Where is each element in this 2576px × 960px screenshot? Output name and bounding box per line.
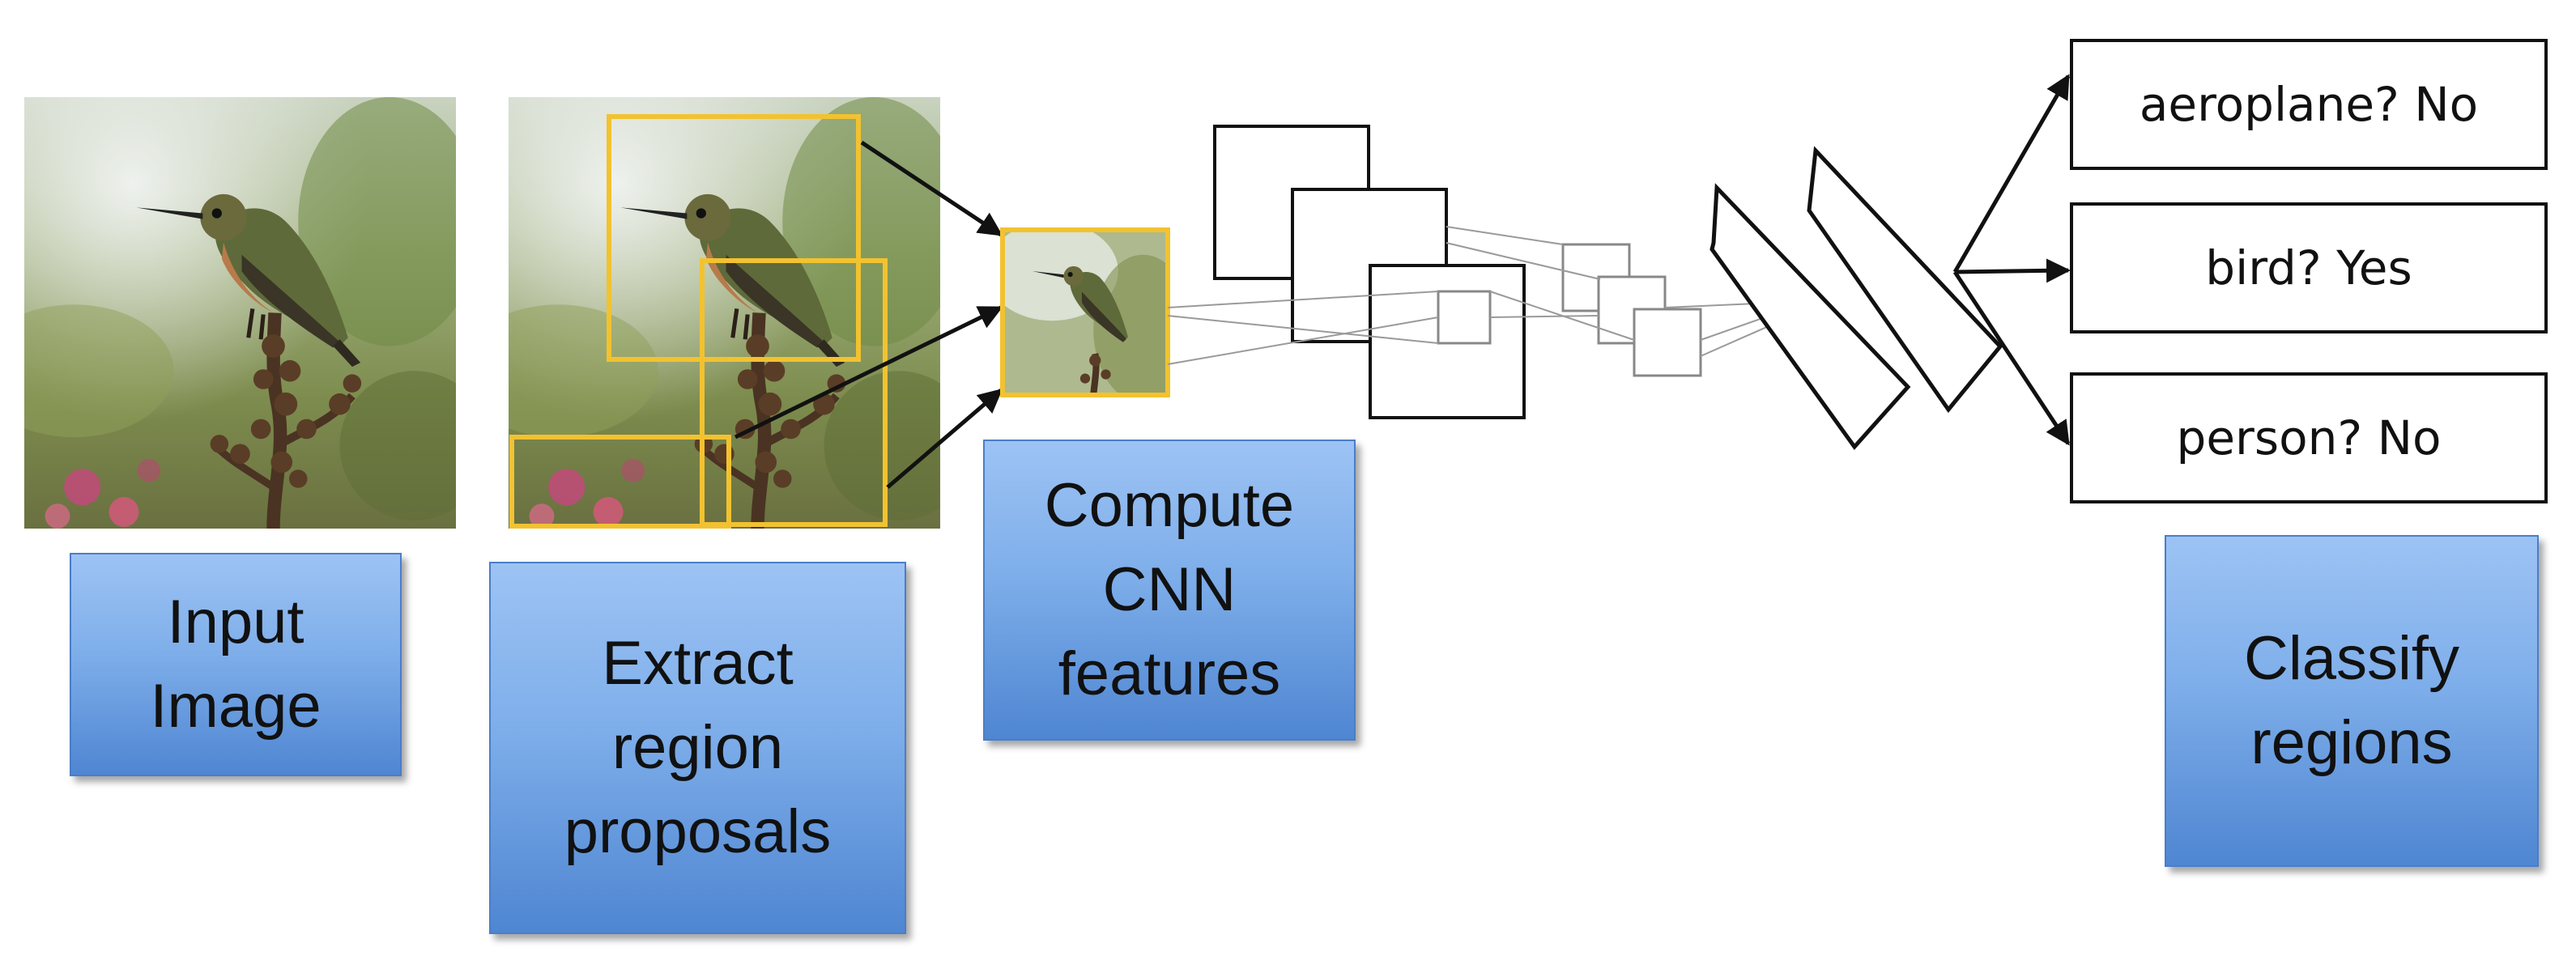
input-image — [0, 97, 489, 529]
fc-layer-2 — [1807, 146, 2003, 414]
compute-cnn-features-label: Compute CNN features — [983, 440, 1356, 741]
arrow-to-bird — [1954, 258, 2071, 283]
warp-arrow-2 — [734, 305, 1003, 440]
warp-arrows — [734, 140, 1003, 489]
cnn-small-layer-3 — [1633, 308, 1702, 377]
proposal-boxes — [509, 114, 888, 529]
fc-layers — [1710, 146, 2003, 450]
warped-region — [1000, 227, 1170, 397]
warp-arrow-1 — [860, 140, 1003, 237]
warp-arrow-3 — [886, 389, 1003, 489]
proposal-box-3 — [509, 435, 731, 529]
class-arrows — [1952, 74, 2071, 446]
input-image-label: Input Image — [70, 553, 402, 776]
cnn-layers — [1213, 125, 1526, 419]
arrow-to-person — [1952, 270, 2071, 446]
proposal-box-2 — [700, 258, 888, 527]
fc-layer-1 — [1710, 183, 1911, 450]
arrow-to-aeroplane — [1952, 74, 2071, 274]
proposals-image — [459, 97, 974, 529]
class-box-bird: bird? Yes — [2070, 202, 2548, 333]
class-box-person: person? No — [2070, 372, 2548, 503]
proposal-box-1 — [607, 114, 861, 362]
extract-region-proposals-label: Extract region proposals — [489, 562, 906, 934]
classify-regions-label: Classify regions — [2165, 535, 2539, 867]
cnn-kernel — [1437, 290, 1492, 345]
class-box-aeroplane: aeroplane? No — [2070, 39, 2548, 170]
